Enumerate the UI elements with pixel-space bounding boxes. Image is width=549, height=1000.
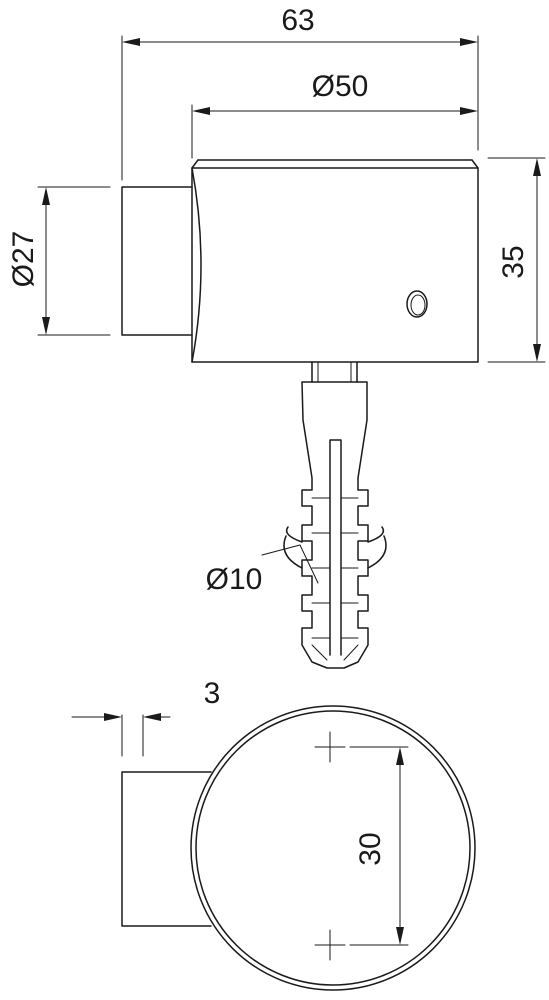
dim-height: 35 (487, 157, 546, 363)
front-view: 63 Ø50 Ø27 35 Ø10 (7, 4, 546, 669)
dim-inner-diameter: Ø27 (7, 186, 111, 336)
dim-overall-length-label: 63 (281, 4, 314, 37)
dim-dowel-diameter: Ø10 (206, 544, 319, 596)
dim-overall-length: 63 (121, 4, 479, 181)
inner-circle (195, 710, 471, 986)
outer-circle (190, 705, 476, 991)
dim-height-label: 35 (497, 245, 530, 278)
top-view: 3 30 (71, 677, 476, 991)
dim-dowel-diameter-label: Ø10 (206, 563, 263, 596)
dim-wall-thickness-label: 3 (204, 677, 221, 710)
dim-hole-spacing: 30 (349, 746, 409, 946)
hole-centre-marks (314, 731, 346, 961)
dim-outer-diameter-label: Ø50 (312, 70, 369, 103)
top-stub (121, 771, 212, 927)
dim-hole-spacing-label: 30 (354, 832, 387, 865)
dim-inner-diameter-label: Ø27 (7, 231, 40, 288)
left-stub (121, 186, 193, 336)
main-body (191, 159, 479, 363)
dim-wall-thickness: 3 (71, 677, 221, 757)
wall-plug (283, 361, 387, 669)
dim-outer-diameter: Ø50 (191, 70, 479, 159)
screw-hole (406, 290, 428, 318)
